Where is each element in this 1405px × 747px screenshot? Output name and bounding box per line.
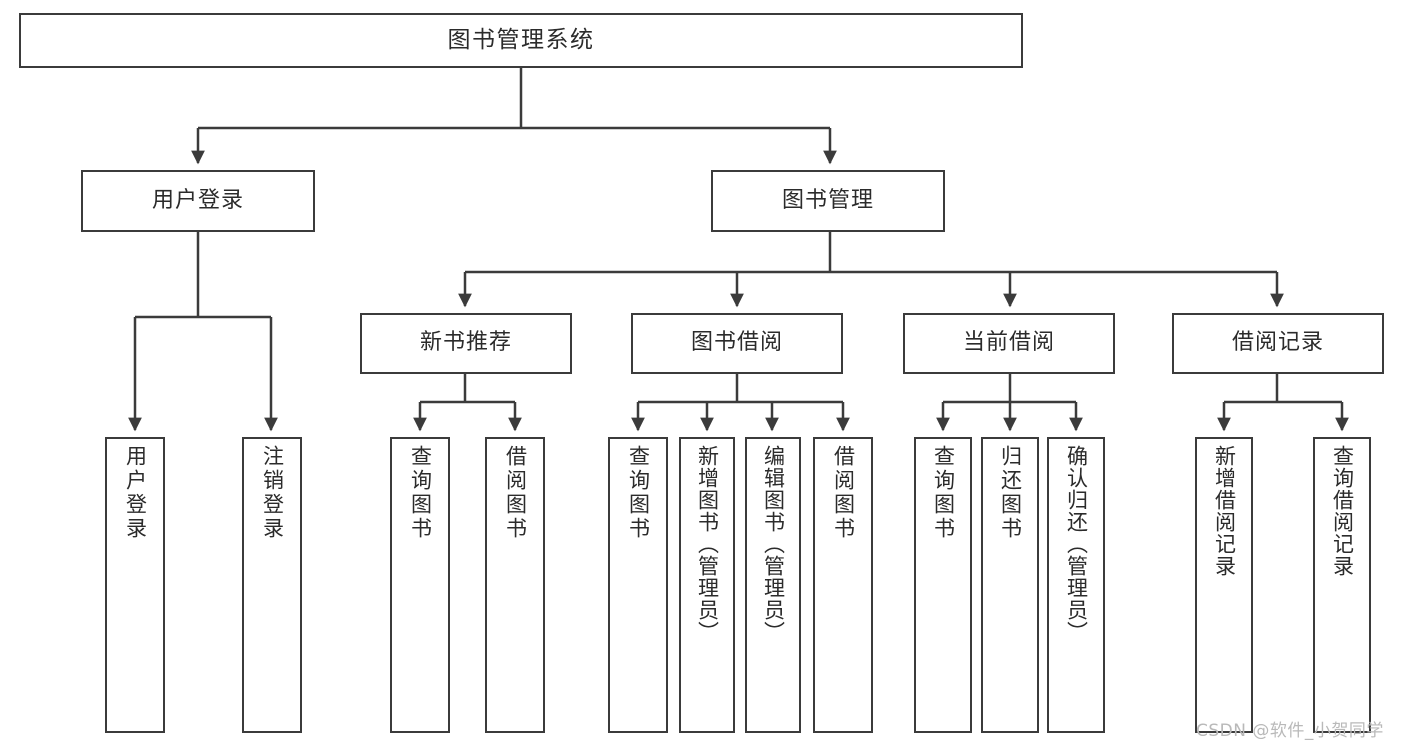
node-leaf-query-record[interactable]: 查询借阅记录 (1313, 437, 1371, 733)
node-leaf-edit-book[interactable]: 编辑图书（管理员） (745, 437, 801, 733)
node-root-label: 图书管理系统 (447, 26, 595, 53)
node-leaf-borrow-book-1[interactable]: 借阅图书 (485, 437, 545, 733)
node-current-borrow[interactable]: 当前借阅 (903, 313, 1115, 374)
node-leaf-query-book-2-label: 查询图书 (626, 445, 651, 541)
node-leaf-user-login-label: 用户登录 (123, 445, 148, 541)
node-leaf-query-book-3-label: 查询图书 (931, 445, 956, 541)
node-leaf-add-record-label: 新增借阅记录 (1212, 445, 1237, 577)
node-leaf-user-login[interactable]: 用户登录 (105, 437, 165, 733)
node-leaf-logout[interactable]: 注销登录 (242, 437, 302, 733)
node-new-book-rec[interactable]: 新书推荐 (360, 313, 572, 374)
node-borrow-record[interactable]: 借阅记录 (1172, 313, 1384, 374)
node-leaf-query-record-label: 查询借阅记录 (1330, 445, 1355, 577)
node-leaf-add-record[interactable]: 新增借阅记录 (1195, 437, 1253, 733)
node-leaf-borrow-book-2-label: 借阅图书 (831, 445, 856, 541)
node-book-mgmt-label: 图书管理 (781, 187, 874, 213)
node-current-borrow-label: 当前借阅 (962, 330, 1055, 356)
node-leaf-return-book[interactable]: 归还图书 (981, 437, 1039, 733)
node-user-login[interactable]: 用户登录 (81, 170, 315, 232)
node-leaf-borrow-book-1-label: 借阅图书 (503, 445, 528, 541)
node-root[interactable]: 图书管理系统 (19, 13, 1023, 68)
node-leaf-query-book-3[interactable]: 查询图书 (914, 437, 972, 733)
node-leaf-query-book-1-label: 查询图书 (408, 445, 433, 541)
node-leaf-return-book-label: 归还图书 (998, 445, 1023, 541)
node-leaf-add-book-label: 新增图书（管理员） (695, 445, 720, 643)
node-new-book-rec-label: 新书推荐 (419, 330, 512, 356)
node-leaf-borrow-book-2[interactable]: 借阅图书 (813, 437, 873, 733)
node-leaf-add-book[interactable]: 新增图书（管理员） (679, 437, 735, 733)
node-leaf-logout-label: 注销登录 (260, 445, 285, 541)
node-user-login-label: 用户登录 (151, 187, 244, 213)
node-borrow-record-label: 借阅记录 (1231, 330, 1324, 356)
node-book-borrow[interactable]: 图书借阅 (631, 313, 843, 374)
node-leaf-confirm-return-label: 确认归还（管理员） (1064, 445, 1089, 643)
csdn-watermark: CSDN @软件_小贺同学 (1196, 721, 1384, 741)
node-leaf-edit-book-label: 编辑图书（管理员） (761, 445, 786, 643)
node-leaf-confirm-return[interactable]: 确认归还（管理员） (1047, 437, 1105, 733)
node-book-borrow-label: 图书借阅 (690, 330, 783, 356)
node-leaf-query-book-1[interactable]: 查询图书 (390, 437, 450, 733)
node-leaf-query-book-2[interactable]: 查询图书 (608, 437, 668, 733)
node-book-mgmt[interactable]: 图书管理 (711, 170, 945, 232)
